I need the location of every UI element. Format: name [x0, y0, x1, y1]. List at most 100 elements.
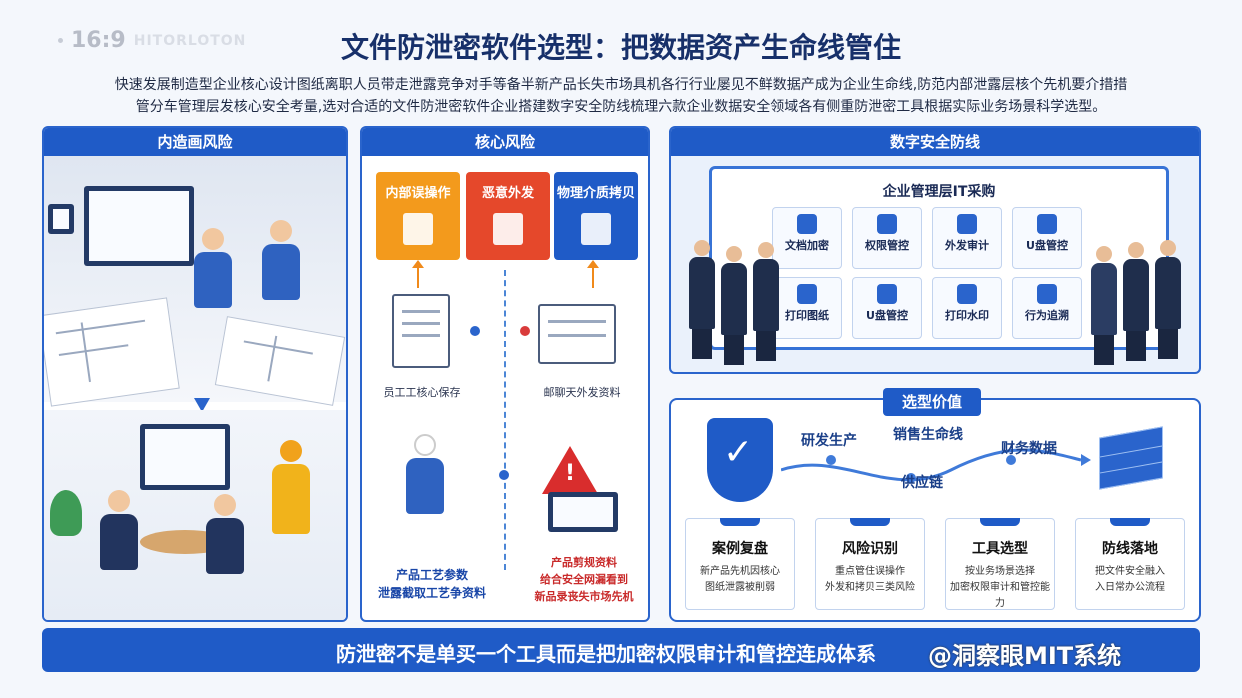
tile-label: 行为追溯 [1025, 309, 1069, 322]
engineer-figure [194, 228, 232, 308]
dashed-divider [504, 270, 506, 570]
value-card: 案例复盘 新产品先机因核心图纸泄露被削弱 [685, 518, 795, 610]
caption-line: 新品录丧失市场先机 [534, 590, 634, 603]
flow-label: 财务数据 [1001, 441, 1057, 457]
caption-line: 给合安全网漏看到 [540, 573, 628, 586]
page-title: 文件防泄密软件选型：把数据资产生命线管住 [340, 31, 901, 64]
shield-icon [797, 214, 817, 234]
email-files-icon [538, 304, 616, 364]
value-card: 风险识别 重点管住误操作外发和拷贝三类风险 [815, 518, 925, 610]
risk-card-label: 物理介质拷贝 [556, 186, 635, 201]
tile-print-drawing: 打印图纸 [772, 277, 842, 339]
tile-print-watermark: 打印水印 [932, 277, 1002, 339]
corner-label: 16:9 HITORLOTON [58, 28, 246, 53]
desc-line: 入日常办公流程 [1095, 582, 1165, 593]
card-title: 工具选型 [972, 541, 1028, 557]
flow-node [499, 470, 509, 480]
card-desc: 把文件安全融入入日常办公流程 [1076, 564, 1184, 596]
tile-label: 权限管控 [865, 239, 909, 252]
watermark-text: @洞察眼MIT系统 [928, 642, 1122, 670]
warning-mark: ! [565, 461, 576, 486]
meeting-scene [44, 410, 346, 620]
brand-label: HITORLOTON [133, 32, 247, 49]
tile-label: U盘管控 [1026, 239, 1068, 252]
tile-label: 外发审计 [945, 239, 989, 252]
red-caption: 产品剪规资料 给合安全网漏看到 新品录丧失市场先机 [522, 554, 646, 605]
bullet-dot [58, 38, 63, 43]
intro-text: 快速发展制造型企业核心设计图纸离职人员带走泄露竞争对手等备半新产品长失市场具机各… [80, 74, 1162, 118]
card-desc: 按业务场景选择加密权限审计和管控能力 [946, 564, 1054, 612]
manager-figure [1123, 242, 1149, 361]
blueprint-icon [44, 297, 180, 407]
tile-usb-control: U盘管控 [1012, 207, 1082, 269]
print-icon [797, 284, 817, 304]
card-desc: 重点管住误操作外发和拷贝三类风险 [816, 564, 924, 596]
aspect-ratio-label: 16:9 [71, 28, 126, 53]
card-tab [980, 518, 1020, 526]
tile-label: 文档加密 [785, 239, 829, 252]
doc-caption: 邮聊天外发资料 [543, 386, 621, 399]
monitor-icon [48, 204, 74, 234]
card-tab [850, 518, 890, 526]
manager-figure [689, 240, 715, 359]
blueprint-icon [214, 316, 346, 406]
card-desc: 新产品先机因核心图纸泄露被削弱 [686, 564, 794, 596]
document-icon [493, 213, 523, 245]
warning-icon [542, 446, 598, 494]
monitor-icon [84, 186, 194, 266]
usb-document-icon [581, 213, 611, 245]
employee-figure [206, 494, 244, 574]
blue-caption: 产品工艺参数 泄露截取工艺争资料 [372, 566, 492, 602]
core-risk-panel: 核心风险 内部误操作 恶意外发 物理介质拷贝 员工工核心保存 邮聊天外发资料 !… [360, 126, 650, 622]
database-stack-icon [1099, 424, 1163, 494]
board-title: 企业管理层IT采购 [882, 184, 996, 200]
card-tab [1110, 518, 1150, 526]
risk-card-media-copy: 物理介质拷贝 [554, 172, 638, 260]
value-card: 工具选型 按业务场景选择加密权限审计和管控能力 [945, 518, 1055, 610]
flow-wave [781, 448, 1091, 483]
shield-check-icon [707, 418, 773, 502]
doc-caption: 员工工核心保存 [383, 386, 461, 399]
risk-card-internal-error: 内部误操作 [376, 172, 460, 260]
office-scene [44, 156, 346, 407]
intro-line-2: 管分车管理层发核心安全考量,选对合适的文件防泄密软件企业搭建数字安全防线梳理六款… [135, 99, 1107, 115]
arrow-down-icon [194, 398, 210, 412]
tile-usb-control-2: U盘管控 [852, 277, 922, 339]
tile-document-encryption: 文档加密 [772, 207, 842, 269]
digital-defense-panel: 数字安全防线 企业管理层IT采购 文档加密 权限管控 外发审计 U盘管控 打印图… [669, 126, 1201, 374]
desc-line: 重点管住误操作 [835, 566, 905, 577]
flow-label: 销售生命线 [893, 427, 963, 443]
worker-figure [406, 434, 444, 514]
trace-icon [1037, 284, 1057, 304]
internal-risk-panel: 内造画风险 [42, 126, 348, 622]
panel-title: 核心风险 [362, 128, 648, 156]
card-title: 防线落地 [1102, 541, 1158, 557]
tile-behavior-trace: 行为追溯 [1012, 277, 1082, 339]
card-title: 案例复盘 [712, 541, 768, 557]
laptop-icon [548, 492, 618, 532]
worker-figure [262, 220, 300, 300]
desc-line: 把文件安全融入 [1095, 566, 1165, 577]
tile-outgoing-audit: 外发审计 [932, 207, 1002, 269]
flow-node [470, 326, 480, 336]
worker-with-helmet-figure [272, 440, 310, 534]
risk-card-malicious-send: 恶意外发 [466, 172, 550, 260]
flow-label: 供应链 [901, 475, 943, 491]
tile-label: 打印水印 [945, 309, 989, 322]
manager-figure [753, 242, 779, 361]
caption-line: 产品工艺参数 [395, 568, 468, 582]
file-icon [392, 294, 450, 368]
value-card: 防线落地 把文件安全融入入日常办公流程 [1075, 518, 1185, 610]
footer-banner: 防泄密不是单买一个工具而是把加密权限审计和管控连成体系 [42, 628, 1200, 672]
tile-label: U盘管控 [866, 309, 908, 322]
tile-permission-control: 权限管控 [852, 207, 922, 269]
panel-title: 选型价值 [883, 388, 981, 416]
risk-card-label: 内部误操作 [385, 186, 451, 201]
manager-figure [721, 246, 747, 365]
usb-icon [877, 284, 897, 304]
layers-icon [403, 213, 433, 245]
card-tab [720, 518, 760, 526]
risk-card-label: 恶意外发 [481, 186, 534, 201]
selection-value-panel: 选型价值 研发生产 销售生命线 财务数据 供应链 案例复盘 新产品先机因核心图纸… [669, 388, 1201, 622]
panel-title: 内造画风险 [44, 128, 346, 156]
